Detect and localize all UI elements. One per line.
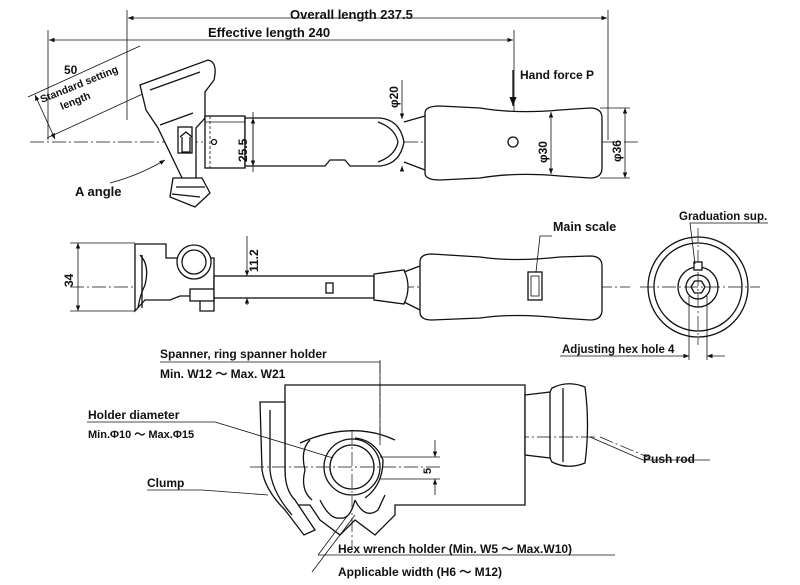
side-head <box>134 243 215 313</box>
shaft-top <box>204 112 405 172</box>
adjusting-hex-hole-label: Adjusting hex hole 4 <box>562 344 675 356</box>
dim-phi20: φ20 <box>387 86 401 108</box>
dim-5: 5 <box>422 468 434 474</box>
holder-diameter-label: Holder diameter <box>88 408 180 422</box>
angled-head <box>139 59 216 208</box>
hex-wrench-holder-label: Hex wrench holder (Min. W5 ～ Max.W10) <box>338 542 572 556</box>
overall-length-label: Overall length 237.5 <box>290 7 413 22</box>
end-view: Graduation sup. Adjusting hex hole 4 <box>560 211 768 360</box>
detail-view: 5 Spanner, ring spanner holder Min. W12 … <box>87 347 710 579</box>
spanner-range-label: Min. W12 ～ Max. W21 <box>160 367 286 381</box>
main-scale-label: Main scale <box>553 220 616 234</box>
applicable-width-label: Applicable width (H6 ～ M12) <box>338 565 502 579</box>
graduation-sup-label: Graduation sup. <box>679 211 767 223</box>
effective-length-label: Effective length 240 <box>208 25 330 40</box>
holder-range-label: Min.Φ10 ～ Max.Φ15 <box>88 429 194 441</box>
grip-top <box>403 105 603 181</box>
dim-phi30: φ30 <box>536 141 550 163</box>
hex-hole-icon <box>690 280 706 294</box>
a-angle-label: A angle <box>75 184 121 199</box>
top-view: Overall length 237.5 Effective length 24… <box>27 7 640 208</box>
spanner-holder-label: Spanner, ring spanner holder <box>160 347 327 361</box>
dim-25-5: 25.5 <box>236 138 250 162</box>
standard-setting-dim-line <box>34 94 56 140</box>
push-rod-label: Push rod <box>643 452 695 466</box>
clump-label: Clump <box>147 476 184 490</box>
dim-11-2: 11.2 <box>247 249 261 272</box>
open-arrow-icon <box>179 131 193 153</box>
dim-34: 34 <box>62 273 76 287</box>
dim-phi36: φ36 <box>610 140 624 162</box>
side-view: 34 11.2 Main scale <box>62 220 630 321</box>
standard-setting-value: 50 <box>64 63 78 77</box>
main-scale-window <box>527 271 543 301</box>
hand-force-label: Hand force P <box>520 68 594 82</box>
